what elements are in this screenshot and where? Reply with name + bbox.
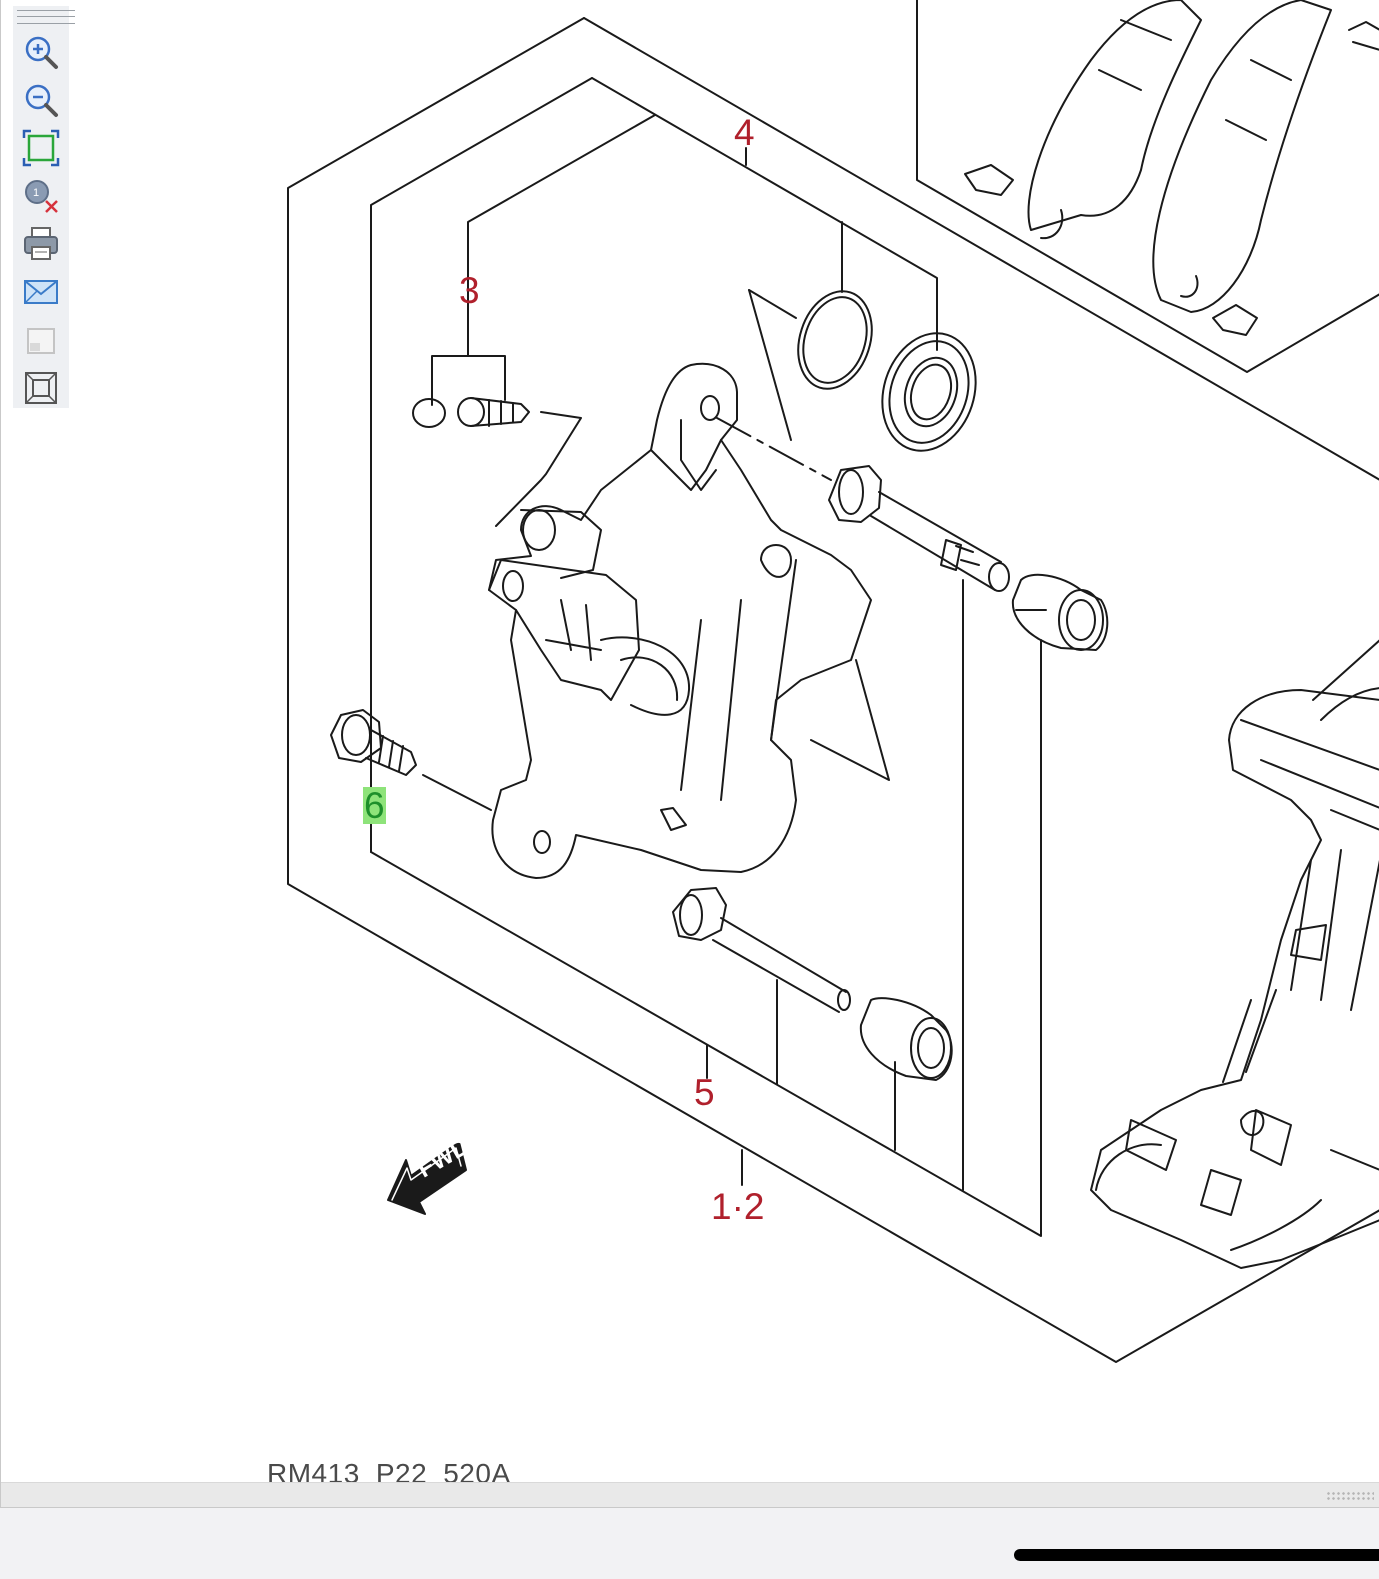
resize-grip[interactable] [1326, 1491, 1374, 1501]
diagram-viewer[interactable]: FWD 3 4 5 6 1·2 RM413_P22_520A [0, 0, 1379, 1508]
home-indicator[interactable] [1014, 1549, 1379, 1561]
svg-text:1: 1 [33, 187, 39, 199]
print-button[interactable] [21, 224, 61, 264]
zoom-out-button[interactable] [21, 80, 61, 120]
callout-6[interactable]: 6 [363, 785, 386, 826]
piston-seal-drawing [748, 289, 977, 452]
email-icon [24, 280, 58, 304]
viewer-toolbar: 1 [13, 6, 75, 408]
fwd-arrow-icon [387, 1141, 467, 1215]
fit-to-window-button[interactable] [21, 128, 61, 168]
viewer-status-strip [1, 1482, 1379, 1507]
callout-5[interactable]: 5 [694, 1072, 715, 1113]
caliper-bracket-drawing [1090, 639, 1379, 1269]
bottom-bar [0, 1508, 1379, 1579]
assembly-frame [287, 17, 1379, 1363]
full-screen-button[interactable] [21, 368, 61, 408]
toolbar-drag-handle[interactable] [17, 10, 75, 24]
zoom-in-icon [25, 36, 58, 69]
zoom-in-button[interactable] [21, 32, 61, 72]
clear-selection-button[interactable]: 1 [21, 176, 61, 216]
callout-4[interactable]: 4 [734, 112, 755, 153]
caliper-body-drawing [422, 362, 890, 879]
bleeder-screw-drawing [412, 355, 582, 527]
zoom-out-icon [25, 84, 58, 117]
parts-diagram [287, 0, 1379, 1363]
email-button[interactable] [21, 272, 61, 312]
clear-selection-icon: 1 [25, 180, 58, 213]
callout-1-2[interactable]: 1·2 [711, 1186, 765, 1227]
fit-to-window-icon [22, 129, 60, 167]
window-icon [27, 328, 55, 354]
mounting-bolt-drawing [330, 709, 417, 776]
full-screen-icon [25, 372, 57, 404]
callout-3[interactable]: 3 [459, 270, 480, 311]
upper-guide-pin-drawing [716, 417, 1109, 651]
pad-frame [916, 0, 1379, 373]
window-button[interactable] [21, 320, 61, 360]
printer-icon [24, 227, 58, 260]
lower-guide-pin-drawing [672, 887, 953, 1081]
